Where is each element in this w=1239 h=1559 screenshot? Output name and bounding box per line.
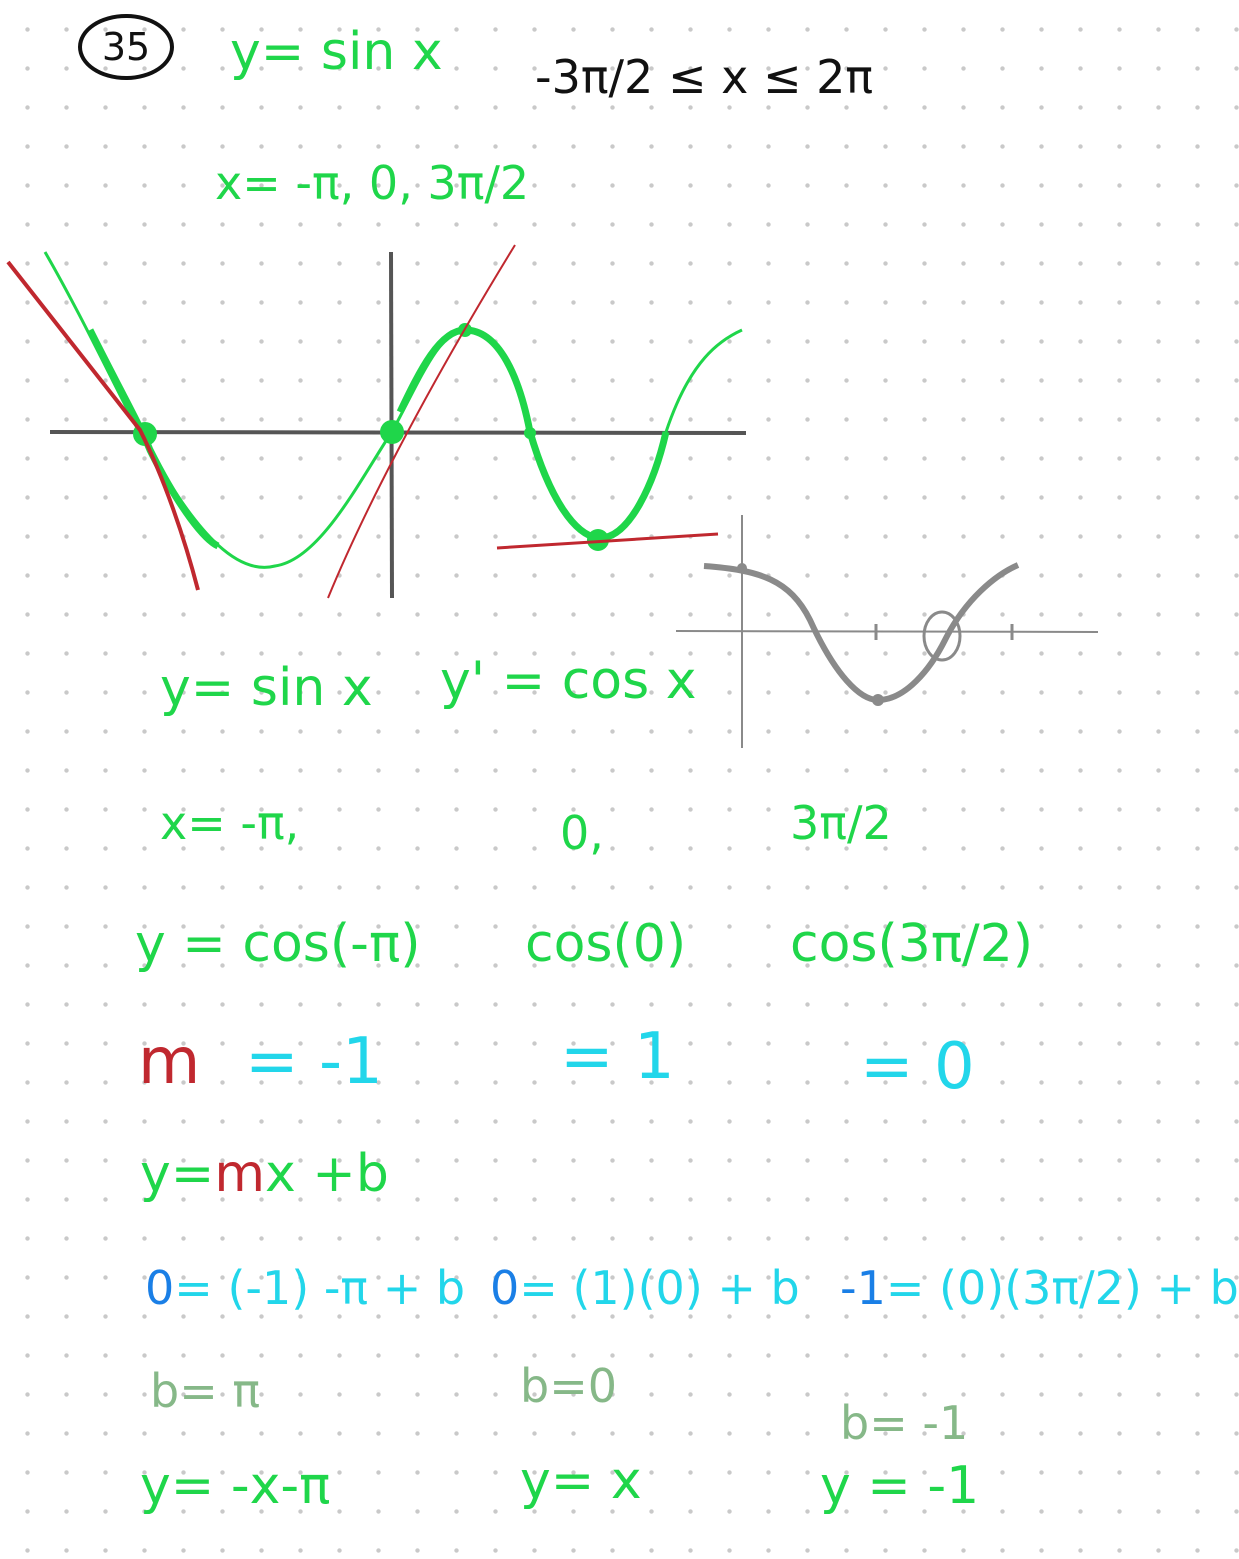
problem-number: 35 — [78, 14, 174, 80]
derivative-function: y= sin x — [160, 658, 373, 718]
slope-value-1: = -1 — [245, 1025, 383, 1099]
cos-value-3: cos(3π/2) — [790, 914, 1034, 974]
tangent-line-neg-pi — [6, 260, 200, 591]
gray-circled-point — [922, 610, 962, 662]
x-value-3: 3π/2 — [790, 796, 892, 850]
slope-value-2: = 1 — [560, 1020, 675, 1094]
line-form-y: y= — [140, 1144, 215, 1204]
substitution-3: -1= (0)(3π/2) + b — [840, 1265, 1239, 1311]
substitution-1: 0= (-1) -π + b — [145, 1265, 465, 1311]
gray-point-min — [872, 694, 884, 706]
point-root — [524, 427, 536, 439]
domain-header: -3π/2 ≤ x ≤ 2π — [535, 50, 874, 104]
point-three-pi-half — [587, 529, 609, 551]
points-header: x= -π, 0, 3π/2 — [215, 156, 530, 210]
sketch-graph — [6, 244, 1099, 748]
tangent-line-three-pi-half — [496, 532, 719, 550]
tangent-line-zero — [327, 244, 516, 599]
x-value-2: 0, — [560, 806, 604, 860]
line-form-m: m — [214, 1144, 265, 1204]
substitution-1-lhs: 0 — [145, 1261, 175, 1315]
gray-point-start — [737, 563, 747, 573]
b-value-3: b= -1 — [840, 1396, 969, 1450]
line-form: y=mx +b — [140, 1148, 389, 1200]
x-value-1: x= -π, — [160, 796, 300, 850]
b-value-1: b= π — [150, 1364, 261, 1418]
function-header: y= sin x — [230, 22, 443, 82]
slope-value-3: = 0 — [860, 1030, 975, 1104]
substitution-2-rhs: = (1)(0) + b — [519, 1261, 800, 1315]
tangent-line-equation-3: y = -1 — [820, 1456, 980, 1516]
b-value-2: b=0 — [520, 1359, 618, 1413]
tangent-line-equation-1: y= -x-π — [140, 1456, 331, 1516]
point-zero — [380, 420, 404, 444]
substitution-2: 0= (1)(0) + b — [490, 1265, 800, 1311]
derivative-expression: y' = cos x — [440, 651, 697, 711]
tangent-line-equation-2: y= x — [520, 1451, 642, 1511]
cos-value-1: y = cos(-π) — [135, 914, 421, 974]
substitution-2-lhs: 0 — [490, 1261, 520, 1315]
substitution-3-lhs: -1 — [840, 1261, 886, 1315]
line-form-rest: x +b — [265, 1144, 389, 1204]
substitution-3-rhs: = (0)(3π/2) + b — [885, 1261, 1239, 1315]
substitution-1-rhs: = (-1) -π + b — [174, 1261, 466, 1315]
slope-label: m — [138, 1025, 201, 1099]
cos-value-2: cos(0) — [525, 914, 687, 974]
gray-x-axis — [675, 630, 1099, 633]
